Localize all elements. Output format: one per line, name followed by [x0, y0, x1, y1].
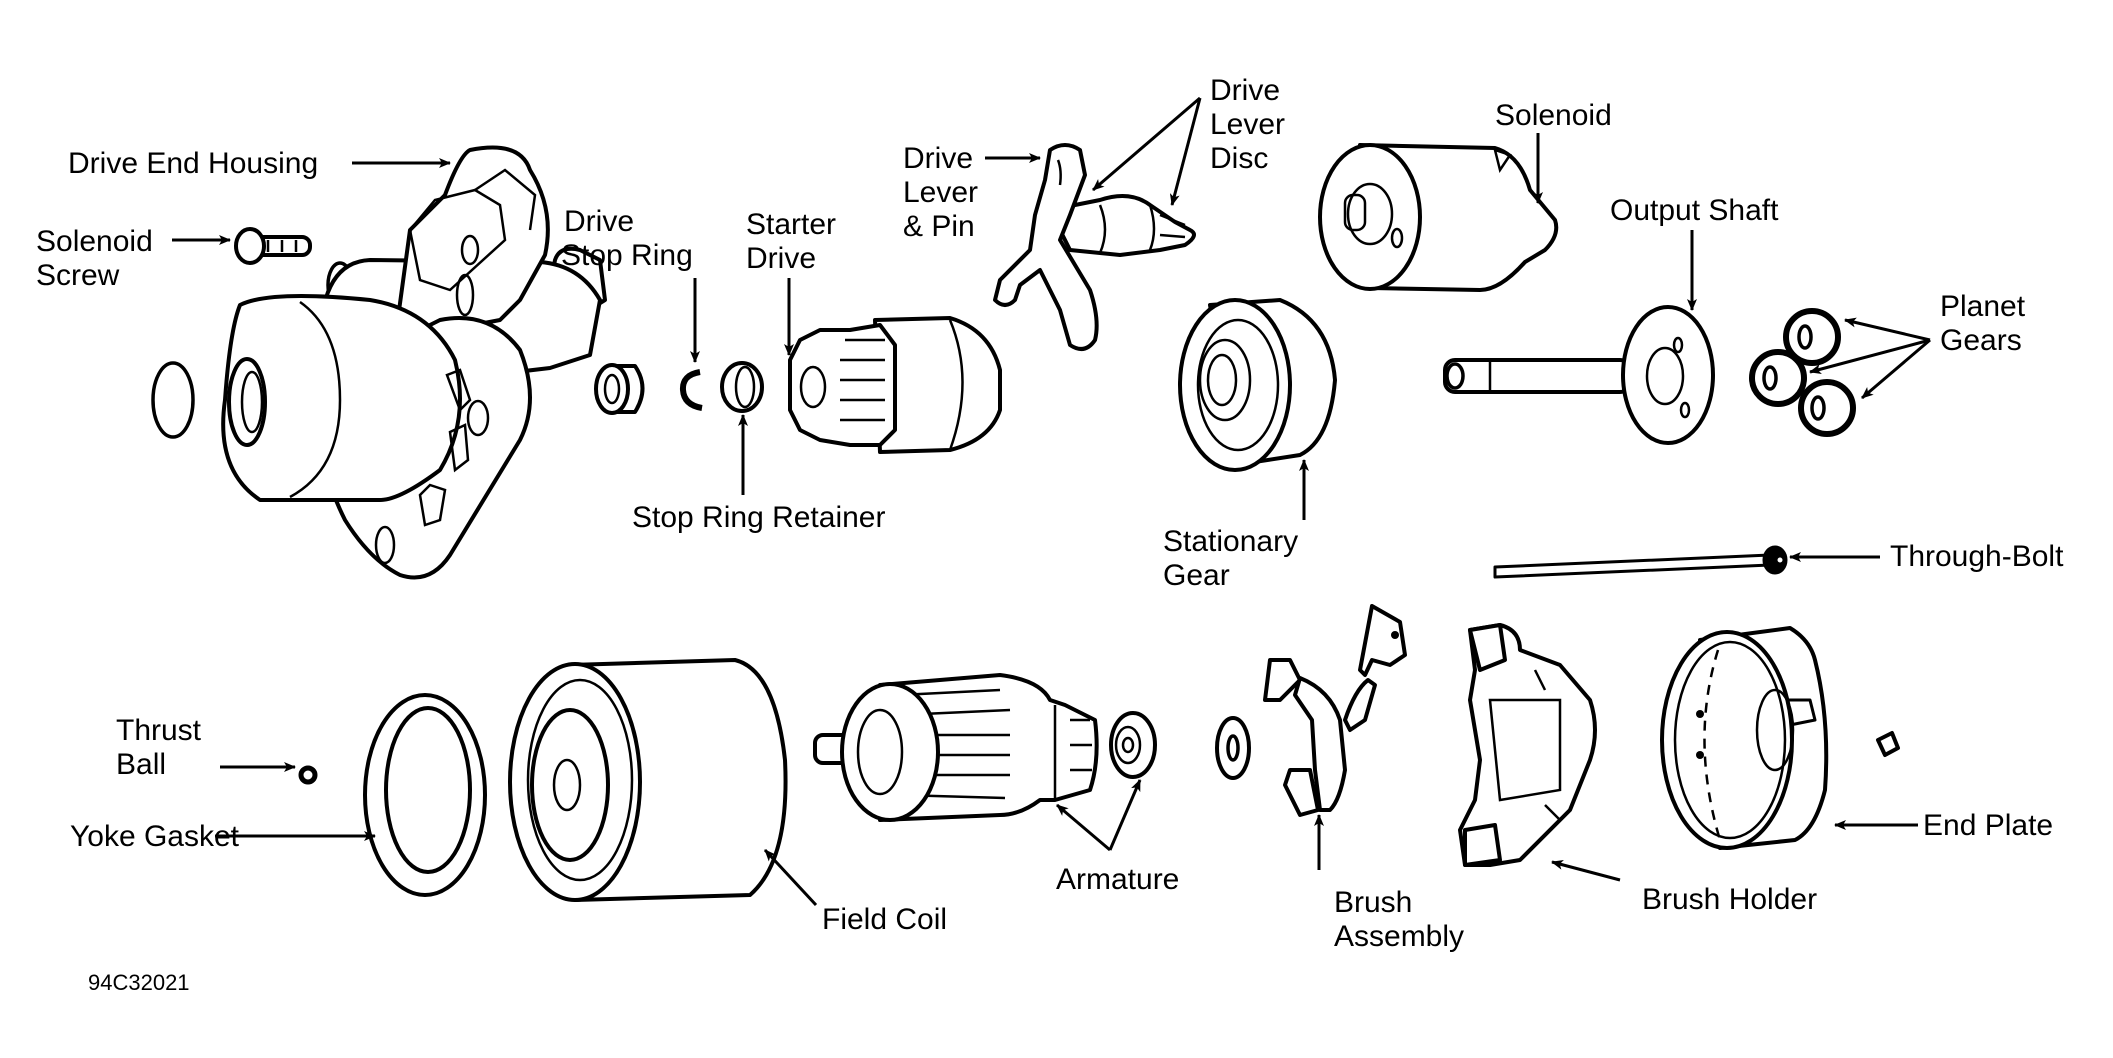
- label-stop-ring-retainer: Stop Ring Retainer: [632, 501, 885, 534]
- label-stationary-gear: Stationary Gear: [1163, 525, 1306, 592]
- stationary-gear-part: [1178, 298, 1337, 472]
- label-drive-lever-disc: Drive Lever Disc: [1210, 74, 1293, 175]
- label-solenoid-screw: Solenoid Screw: [36, 225, 161, 292]
- label-through-bolt: Through-Bolt: [1890, 540, 2064, 573]
- thrust-ball-part: [298, 765, 318, 785]
- washer-part: [1215, 716, 1251, 780]
- through-bolt-part: [1493, 545, 1788, 579]
- labels: Drive End Housing Solenoid Screw Drive S…: [36, 74, 2064, 995]
- leader-planet-gears-c: [1861, 338, 1931, 400]
- label-thrust-ball: Thrust Ball: [116, 714, 209, 781]
- yoke-gasket-part: [363, 693, 487, 897]
- label-end-plate: End Plate: [1923, 809, 2053, 842]
- leader-planet-gears-a: [1844, 317, 1931, 342]
- leader-drive-lever-disc-b: [1169, 97, 1202, 206]
- leader-planet-gears-b: [1809, 338, 1931, 374]
- output-shaft-part: [1443, 305, 1715, 445]
- starter-drive-part: [788, 316, 1002, 454]
- armature-bearing-part: [1109, 711, 1157, 779]
- label-output-shaft: Output Shaft: [1610, 194, 1779, 227]
- leader-brush-holder: [1551, 859, 1621, 882]
- end-screw-part: [1876, 731, 1900, 757]
- label-brush-assembly: Brush Assembly: [1334, 886, 1464, 953]
- drive-lever-part: [993, 143, 1196, 351]
- leader-drive-lever-disc-a: [1092, 96, 1201, 192]
- drive-stop-ring-part: [679, 369, 703, 411]
- brush-holder-part: [1458, 623, 1597, 867]
- label-starter-drive: Starter Drive: [746, 208, 844, 275]
- label-yoke-gasket: Yoke Gasket: [70, 820, 240, 853]
- leader-field-coil: [763, 848, 818, 907]
- figure-id: 94C32021: [88, 970, 190, 995]
- label-drive-end-housing: Drive End Housing: [68, 147, 318, 180]
- armature-part: [813, 673, 1099, 822]
- label-solenoid: Solenoid: [1495, 99, 1612, 132]
- solenoid-part: [1318, 143, 1559, 292]
- label-planet-gears: Planet Gears: [1940, 290, 2033, 357]
- label-drive-lever-pin: Drive Lever & Pin: [903, 142, 986, 243]
- stop-ring-retainer-part: [720, 361, 764, 413]
- drive-end-housing-part: [221, 145, 607, 580]
- brush-assembly-part: [1263, 604, 1407, 817]
- planet-gears-part: [1749, 308, 1856, 437]
- label-armature: Armature: [1056, 863, 1179, 896]
- leader-lines: [172, 96, 1931, 907]
- solenoid-screw-part: [234, 227, 312, 265]
- label-brush-holder: Brush Holder: [1642, 883, 1817, 916]
- field-coil-part: [508, 658, 788, 902]
- leader-armature-b: [1108, 779, 1142, 851]
- label-field-coil: Field Coil: [822, 903, 947, 936]
- end-plate-part: [1660, 626, 1829, 850]
- leader-armature-a: [1056, 803, 1111, 852]
- o-ring-part: [151, 361, 195, 439]
- bushing-part: [594, 363, 645, 415]
- label-drive-stop-ring: Drive Stop Ring: [561, 205, 693, 272]
